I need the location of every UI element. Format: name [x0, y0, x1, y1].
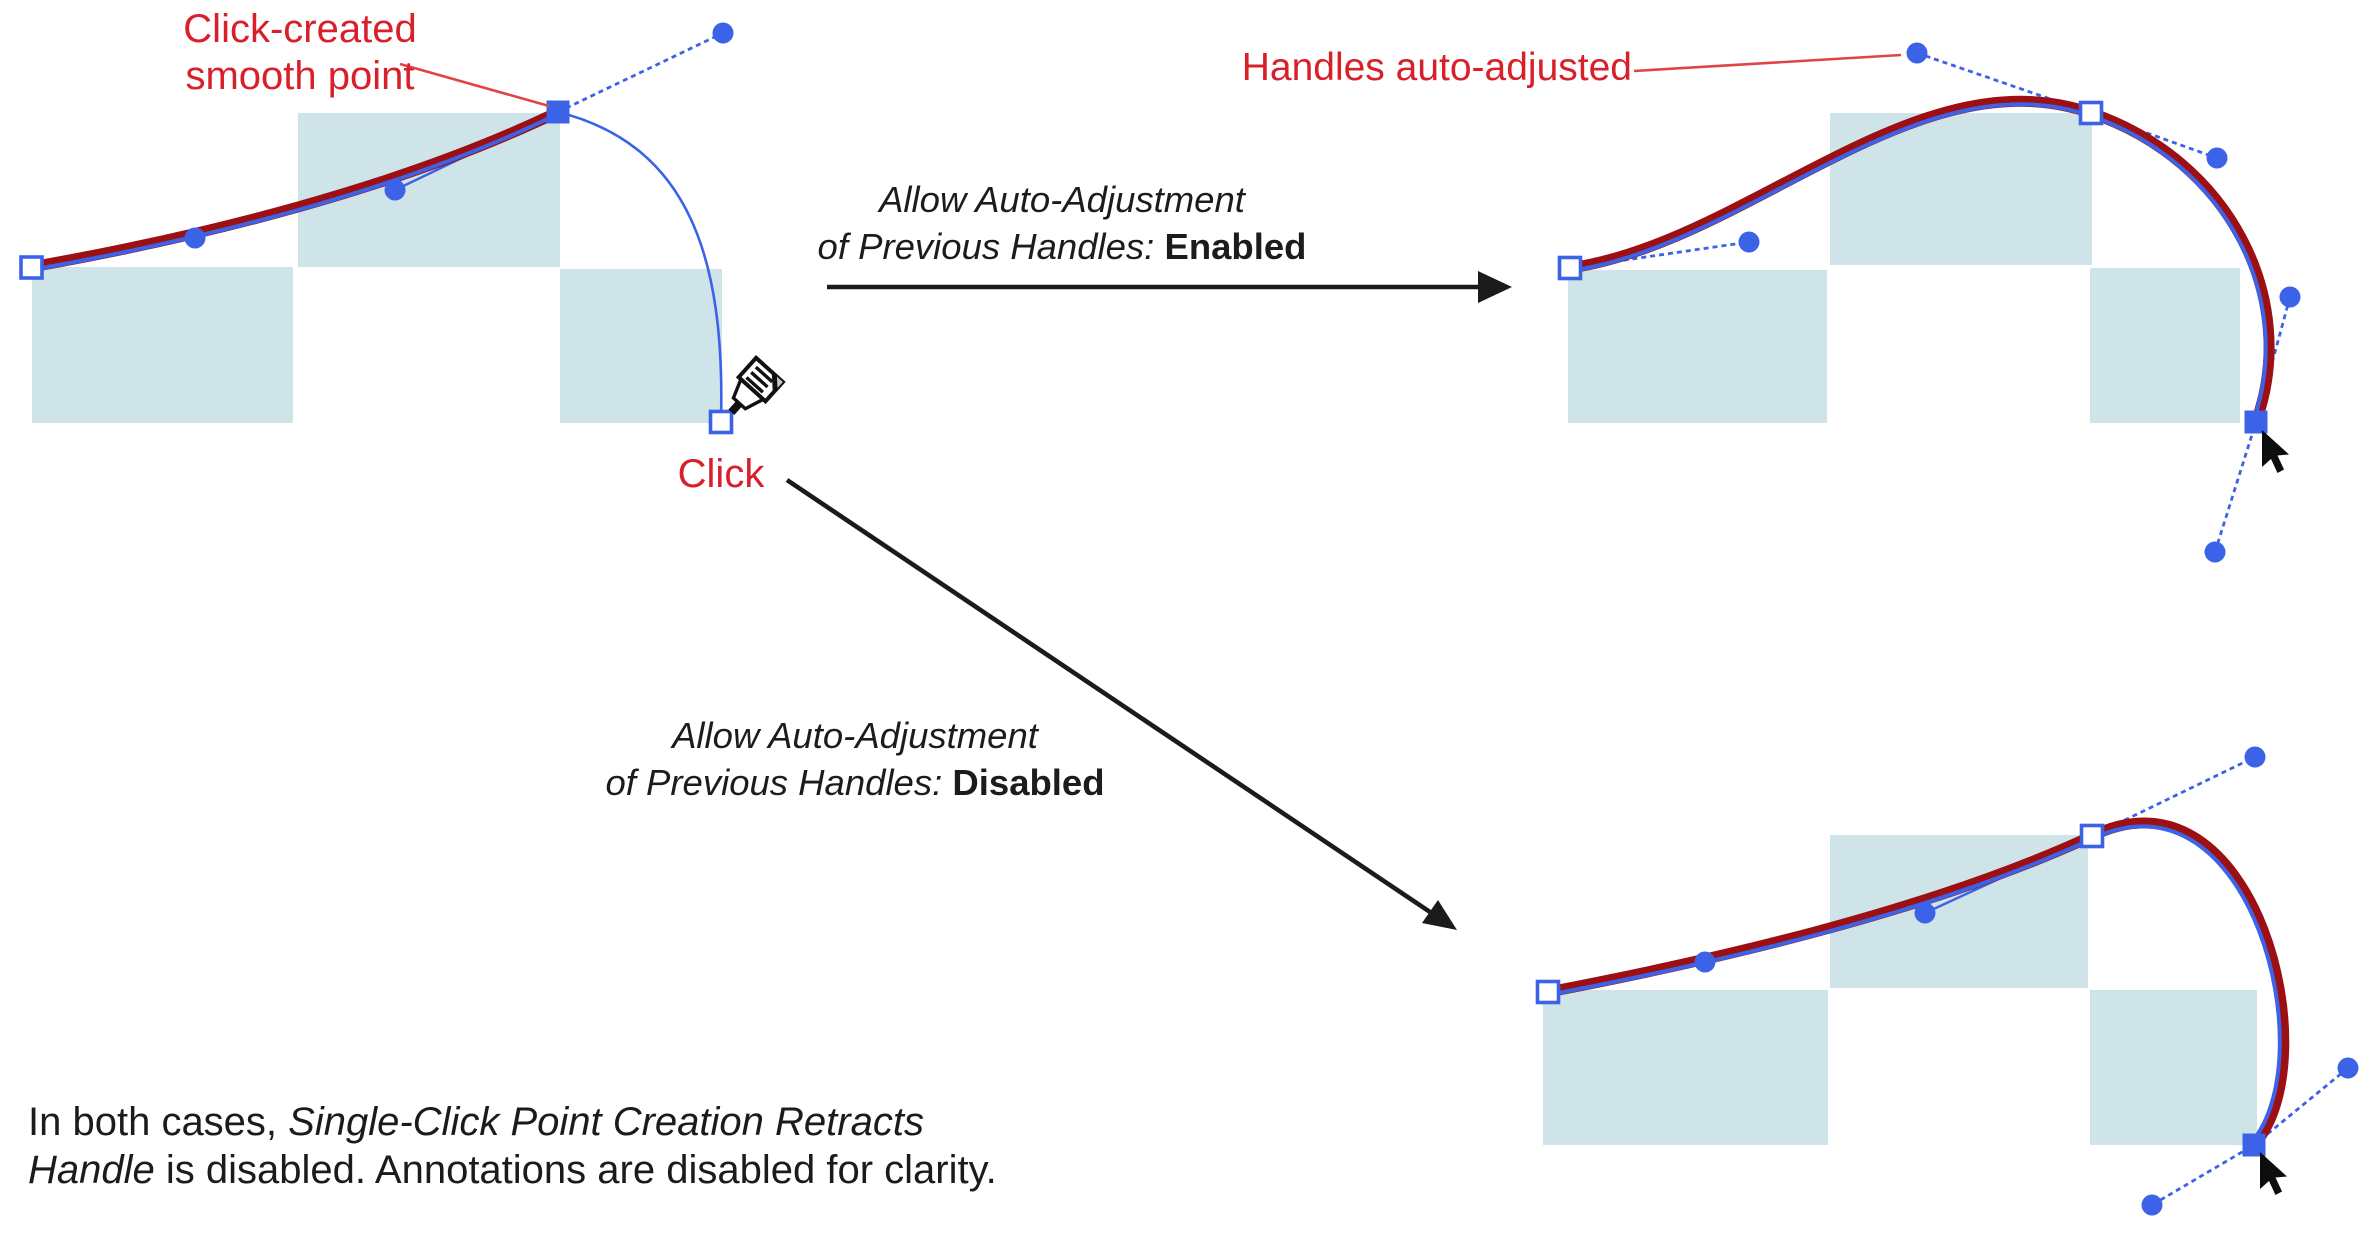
handle-dot [184, 227, 206, 249]
checkerboard [1568, 113, 2240, 423]
option-name: of Previous Handles: [817, 226, 1165, 267]
option-state: Disabled [952, 762, 1105, 803]
smooth-point-open-square [2078, 100, 2104, 126]
handle-dot [1906, 42, 1928, 64]
figure-caption: In both cases, Single-Click Point Creati… [28, 1098, 1008, 1194]
handle-line [557, 31, 724, 114]
option-name: of Previous Handles: [605, 762, 953, 803]
caption-option-name: Handle [28, 1148, 155, 1192]
label-line: Allow Auto-Adjustment [879, 179, 1245, 220]
checker-square [2090, 990, 2257, 1145]
arrowhead [1478, 271, 1512, 303]
click-target-open-square [708, 409, 734, 435]
handle-dot [1914, 902, 1936, 924]
smooth-point-open-square [2079, 823, 2105, 849]
handle-dot [2141, 1194, 2163, 1216]
arrow-enabled [827, 271, 1512, 303]
new-node-selected-square [2244, 410, 2268, 434]
new-node-selected-square [2242, 1133, 2266, 1157]
arrow-pointer-icon [2262, 430, 2289, 473]
option-state: Enabled [1164, 226, 1307, 267]
handle-dot [2337, 1057, 2359, 1079]
path-spine [1569, 102, 2268, 423]
handle-dot [384, 179, 406, 201]
preview-curve [557, 110, 723, 421]
caption-option-name: Single-Click Point Creation Retracts [288, 1100, 924, 1144]
label-line: of Previous Handles: Disabled [605, 759, 1105, 806]
handle-dot [1694, 951, 1716, 973]
pen-tool-cursor-icon [728, 355, 786, 415]
caption-line: Handle is disabled. Annotations are disa… [28, 1146, 1008, 1194]
smooth-point-selected-square [546, 100, 570, 124]
drawn-path-outline [1564, 95, 2275, 428]
click-created-smooth-point-label: Click-created smooth point [160, 6, 440, 100]
arrow-pointer-icon [2260, 1152, 2287, 1195]
panel-enabled-result [1557, 42, 2301, 563]
start-node-open-square [1535, 979, 1561, 1005]
leader-line [1633, 53, 1902, 73]
panel-before [19, 22, 786, 435]
start-node-open-square [1557, 255, 1583, 281]
arrowhead [1422, 900, 1457, 930]
handle-dot [2279, 286, 2301, 308]
handle-dot [2206, 147, 2228, 169]
start-node-open-square [19, 255, 44, 280]
caption-text: is disabled. Annotations are disabled fo… [154, 1148, 997, 1192]
checker-square [2090, 268, 2240, 423]
label-line: of Previous Handles: Enabled [812, 223, 1312, 270]
panel-disabled-result [1535, 746, 2359, 1216]
label-line: smooth point [185, 54, 415, 98]
click-label: Click [677, 452, 765, 496]
arrow-disabled [785, 478, 1457, 930]
handle-dot [1738, 231, 1760, 253]
checker-square [32, 267, 293, 423]
checkerboard [32, 113, 722, 423]
label-line: Allow Auto-Adjustment [672, 715, 1038, 756]
disabled-option-label: Allow Auto-Adjustment of Previous Handle… [605, 712, 1105, 806]
handle-dot [712, 22, 734, 44]
caption-text: In both cases, [28, 1100, 289, 1144]
path-spine [30, 112, 559, 272]
drawn-path-outline [25, 106, 564, 273]
caption-line: In both cases, Single-Click Point Creati… [28, 1098, 1008, 1146]
checkerboard [1543, 835, 2257, 1145]
label-line: Click-created [183, 7, 417, 51]
checker-square [1568, 270, 1827, 423]
handles-auto-adjusted-label: Handles auto-adjusted [1241, 46, 1632, 89]
leader-line [399, 62, 550, 108]
handle-dot [2204, 541, 2226, 563]
enabled-option-label: Allow Auto-Adjustment of Previous Handle… [812, 176, 1312, 270]
handle-dot [2244, 746, 2266, 768]
checker-square [1543, 990, 1828, 1145]
checker-square [298, 113, 560, 267]
checker-square [560, 269, 722, 423]
